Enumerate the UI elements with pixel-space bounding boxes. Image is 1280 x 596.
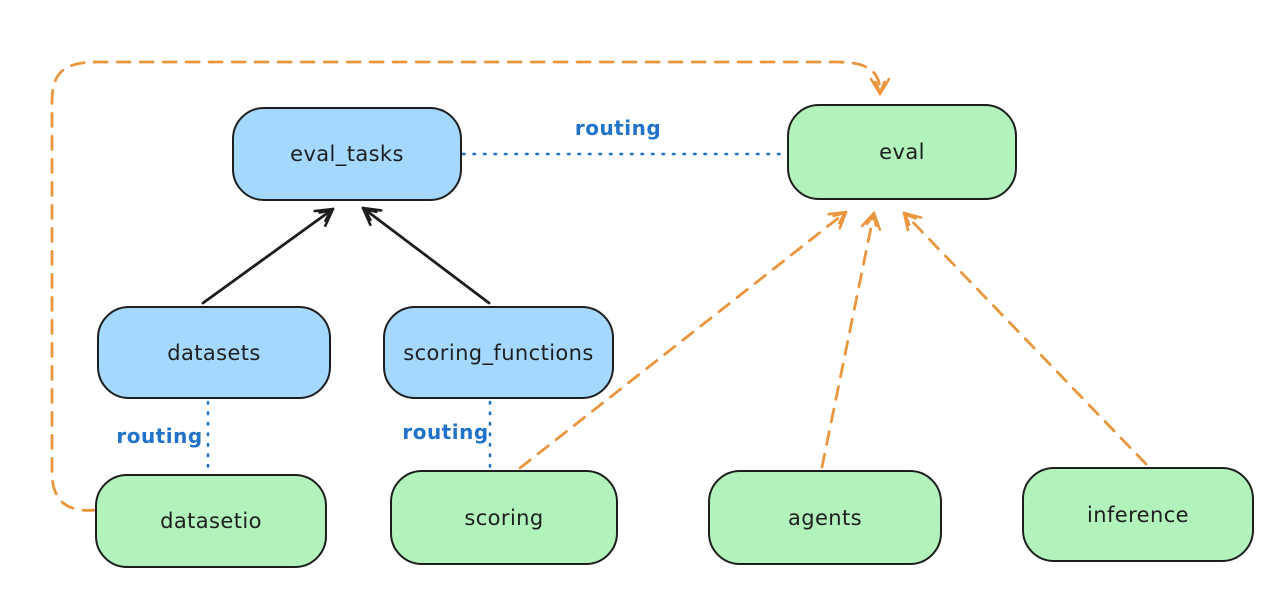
node-scoring_functions: scoring_functions (383, 306, 614, 399)
node-agents: agents (708, 470, 942, 565)
edge-label-routing-scoring_functions-scoring: routing (402, 420, 489, 444)
node-inference: inference (1022, 467, 1254, 562)
node-datasets-label: datasets (167, 340, 261, 365)
node-eval-label: eval (879, 140, 925, 164)
edge-label-routing-eval_tasks-eval: routing (574, 116, 662, 140)
node-agents-label: agents (787, 505, 862, 530)
edge-datasetio-to-eval-loop (50, 60, 891, 512)
node-scoring: scoring (390, 470, 618, 565)
edge-label-routing-datasets-datasetio: routing (116, 424, 203, 448)
node-datasets: datasets (97, 306, 331, 399)
node-datasetio: datasetio (95, 474, 327, 568)
node-scoring_functions-label: scoring_functions (403, 340, 594, 365)
node-inference-label: inference (1087, 502, 1189, 527)
node-eval_tasks-label: eval_tasks (290, 142, 404, 166)
edge-inference-to-eval (902, 211, 1148, 466)
edge-agents-to-eval (820, 211, 882, 469)
edge-scoring-to-eval (518, 210, 848, 470)
edge-scoring_functions-to-eval_tasks (361, 206, 491, 305)
node-scoring-label: scoring (464, 505, 544, 530)
node-eval_tasks: eval_tasks (232, 107, 462, 201)
node-eval: eval (787, 104, 1017, 200)
edge-datasets-to-eval_tasks (201, 207, 335, 305)
node-datasetio-label: datasetio (160, 509, 262, 533)
